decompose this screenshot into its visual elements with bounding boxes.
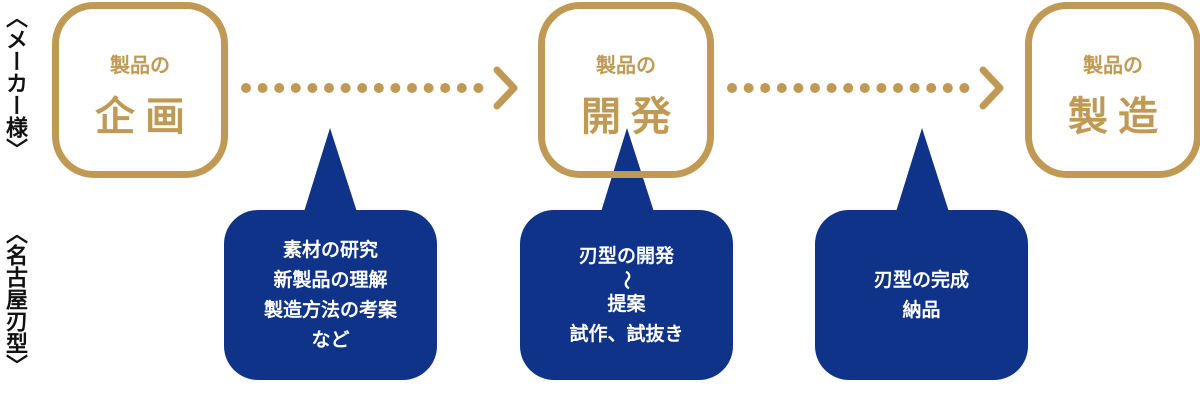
arrow-dot bbox=[810, 83, 820, 93]
dotted-arrow-1 bbox=[241, 83, 484, 93]
arrow-dot bbox=[793, 83, 804, 93]
label-maker: 〈メーカー様〉 bbox=[2, 6, 27, 160]
bubble-development: 刃型の開発 〜 提案 試作、試抜き bbox=[520, 210, 733, 380]
arrow-head-1 bbox=[493, 66, 518, 110]
arrow-dot bbox=[440, 83, 451, 93]
bubble-line: 新製品の理解 bbox=[273, 269, 388, 291]
arrow-dot bbox=[274, 83, 285, 93]
stage-sub: 製品の bbox=[1083, 53, 1143, 77]
stage-planning: 製品の 企画 bbox=[52, 2, 228, 178]
arrow-dot bbox=[257, 83, 268, 93]
bubble-pointer-1 bbox=[303, 128, 358, 215]
stage-development: 製品の 開発 bbox=[538, 2, 714, 178]
arrow-dot bbox=[727, 83, 737, 93]
arrow-dot bbox=[876, 83, 887, 93]
arrow-dot bbox=[859, 83, 870, 93]
arrow-dot bbox=[843, 83, 854, 93]
bubble-line: 刃型の完成 bbox=[873, 269, 969, 291]
arrow-dot bbox=[909, 83, 920, 93]
stage-manufacturing: 製品の 製造 bbox=[1025, 2, 1200, 178]
arrow-dot bbox=[290, 83, 301, 93]
arrow-head-2 bbox=[979, 66, 1004, 110]
arrow-dot bbox=[456, 83, 467, 93]
stage-title: 開発 bbox=[581, 94, 681, 140]
arrow-dot bbox=[760, 83, 771, 93]
bubble-line: 試作、試抜き bbox=[569, 323, 684, 345]
arrow-dot bbox=[373, 83, 384, 93]
bubble-planning: 素材の研究 新製品の理解 製造方法の考案 など bbox=[224, 210, 437, 380]
arrow-dot bbox=[307, 83, 318, 93]
arrow-dot bbox=[893, 83, 903, 93]
bubble-pointer-3 bbox=[895, 128, 950, 215]
dotted-arrow-2 bbox=[727, 83, 970, 93]
arrow-dot bbox=[423, 83, 434, 93]
arrow-dot bbox=[826, 83, 837, 93]
bubble-line: 〜 bbox=[615, 270, 638, 290]
arrow-dot bbox=[390, 83, 401, 93]
bubble-line: 製造方法の考案 bbox=[263, 299, 397, 321]
bubble-line: 提案 bbox=[607, 293, 646, 315]
stage-sub: 製品の bbox=[596, 53, 656, 77]
arrow-dot bbox=[241, 83, 251, 93]
stage-sub: 製品の bbox=[110, 53, 170, 77]
bubble-line: 刃型の開発 bbox=[578, 245, 674, 267]
label-nagoya-hagata: 〈名古屋刃型〉 bbox=[2, 222, 27, 376]
bubble-line: 納品 bbox=[902, 299, 941, 321]
arrow-dot bbox=[776, 83, 787, 93]
bubble-line: 素材の研究 bbox=[282, 239, 378, 261]
arrow-dot bbox=[407, 83, 417, 93]
arrow-dot bbox=[340, 83, 351, 93]
stage-title: 製造 bbox=[1068, 94, 1168, 140]
stage-title: 企画 bbox=[95, 94, 195, 140]
arrow-dot bbox=[357, 83, 368, 93]
bubble-line: など bbox=[311, 329, 350, 351]
arrow-dot bbox=[926, 83, 937, 93]
arrow-dot bbox=[324, 83, 334, 93]
arrow-dot bbox=[743, 83, 754, 93]
arrow-dot bbox=[473, 83, 484, 93]
arrow-dot bbox=[942, 83, 953, 93]
bubble-manufacturing: 刃型の完成 納品 bbox=[815, 210, 1028, 380]
arrow-dot bbox=[959, 83, 970, 93]
